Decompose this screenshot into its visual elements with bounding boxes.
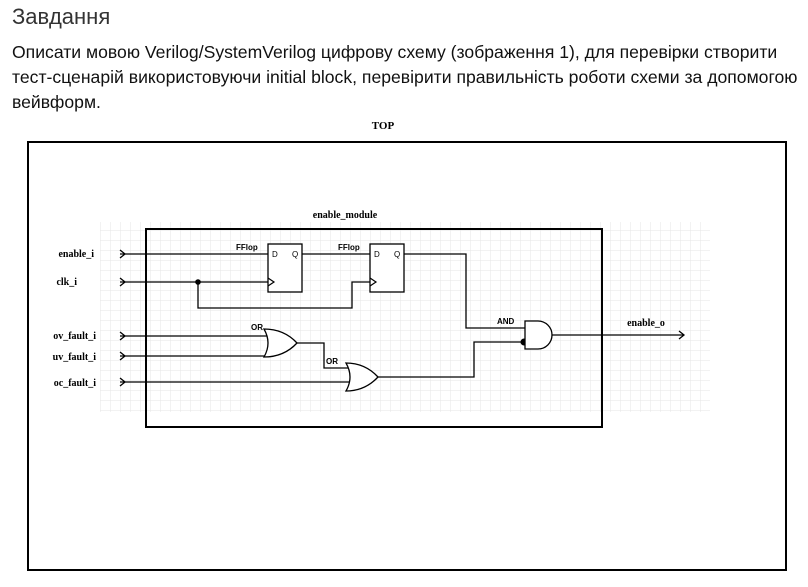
page-heading: Завдання	[12, 4, 111, 29]
or1-gate	[262, 328, 298, 358]
ff1-title: FFlop	[236, 243, 258, 252]
ff1-box	[267, 243, 303, 293]
or1-label: OR	[251, 323, 263, 332]
output-label-enable: enable_o	[627, 318, 665, 329]
input-label-ov-fault: ov_fault_i	[53, 331, 96, 342]
task-description: Описати мовою Verilog/SystemVerilog цифр…	[12, 42, 798, 112]
clk-junction-dot	[195, 279, 201, 285]
module-label: enable_module	[313, 210, 378, 221]
ff2-title: FFlop	[338, 243, 360, 252]
input-label-enable: enable_i	[58, 249, 94, 260]
module-box	[145, 228, 603, 428]
ff2-clock-triangle	[369, 277, 378, 287]
top-frame	[27, 141, 787, 571]
or2-gate	[344, 362, 379, 392]
ff1-d-pin: D	[272, 250, 278, 259]
input-label-uv-fault: uv_fault_i	[53, 352, 97, 363]
ff1-q-pin: Q	[292, 250, 298, 259]
ff2-d-pin: D	[374, 250, 380, 259]
or2-label: OR	[326, 357, 338, 366]
input-label-clk: clk_i	[56, 277, 77, 288]
top-label: TOP	[372, 120, 395, 132]
input-label-oc-fault: oc_fault_i	[54, 378, 96, 389]
ff1-clock-triangle	[267, 277, 276, 287]
grid-background	[100, 222, 710, 412]
ff2-q-pin: Q	[394, 250, 400, 259]
and-label: AND	[497, 317, 515, 326]
and-gate	[524, 320, 553, 350]
wires	[120, 253, 686, 383]
ff2-box	[369, 243, 405, 293]
